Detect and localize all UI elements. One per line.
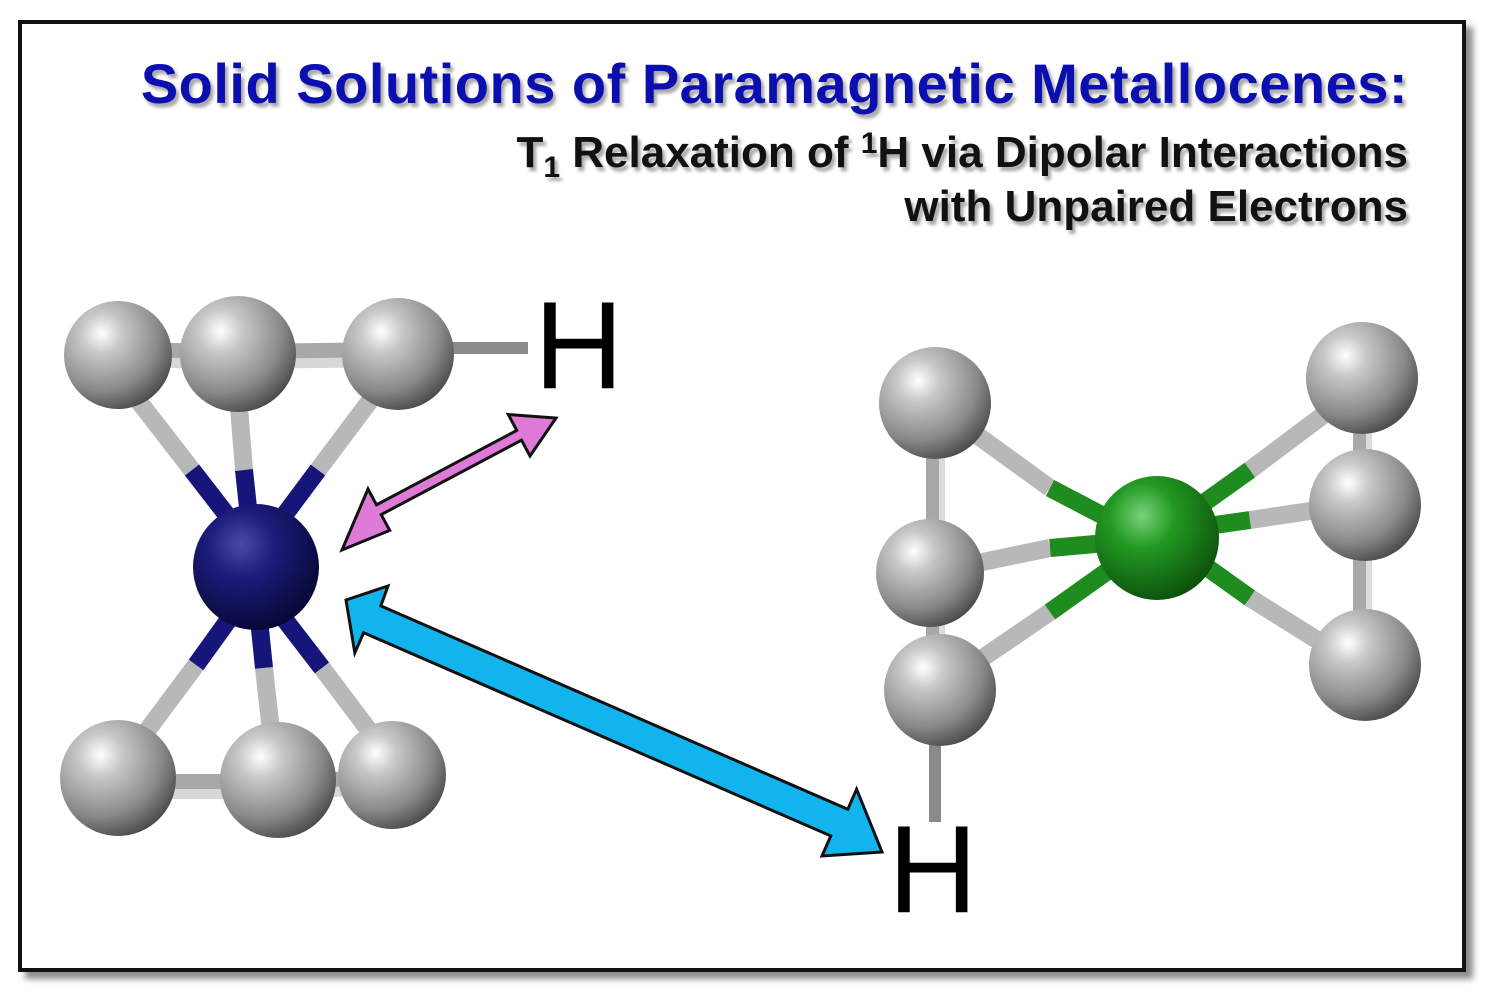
right-metallocene (876, 322, 1421, 822)
left-metallocene (60, 296, 528, 838)
figure-title: Solid Solutions of Paramagnetic Metalloc… (140, 52, 1408, 115)
subtitle-text: H via Dipolar Interactions (877, 128, 1408, 177)
right-carbon-atom (1309, 609, 1421, 721)
arrow-cyan (344, 583, 885, 858)
hydrogen-label-bottom: H (888, 801, 978, 939)
right-carbon-atom (876, 519, 984, 627)
left-carbon-atom (220, 722, 336, 838)
left-carbon-atom (342, 298, 454, 410)
right-carbon-atom (1309, 449, 1421, 561)
arrow-pink (339, 412, 559, 553)
subtitle-line-1: T1 Relaxation of 1H via Dipolar Interact… (516, 126, 1408, 183)
t1-subscript: 1 (543, 151, 561, 184)
left-carbon-atom (60, 720, 176, 836)
right-carbon-atom (1306, 322, 1418, 434)
figure-subtitle: T1 Relaxation of 1H via Dipolar Interact… (516, 126, 1408, 234)
left-metal-atom (193, 504, 319, 630)
right-carbon-atom (884, 634, 996, 746)
t1-symbol: T (516, 128, 544, 177)
hydrogen-label-top: H (534, 277, 624, 415)
h1-superscript: 1 (860, 127, 878, 160)
left-carbon-atom (64, 301, 172, 409)
subtitle-text: Relaxation of (560, 128, 861, 177)
left-carbon-atom (180, 296, 296, 412)
left-carbon-atom (338, 721, 446, 829)
right-carbon-atom (879, 347, 991, 459)
right-metal-atom (1095, 476, 1219, 600)
subtitle-line-2: with Unpaired Electrons (904, 182, 1408, 231)
